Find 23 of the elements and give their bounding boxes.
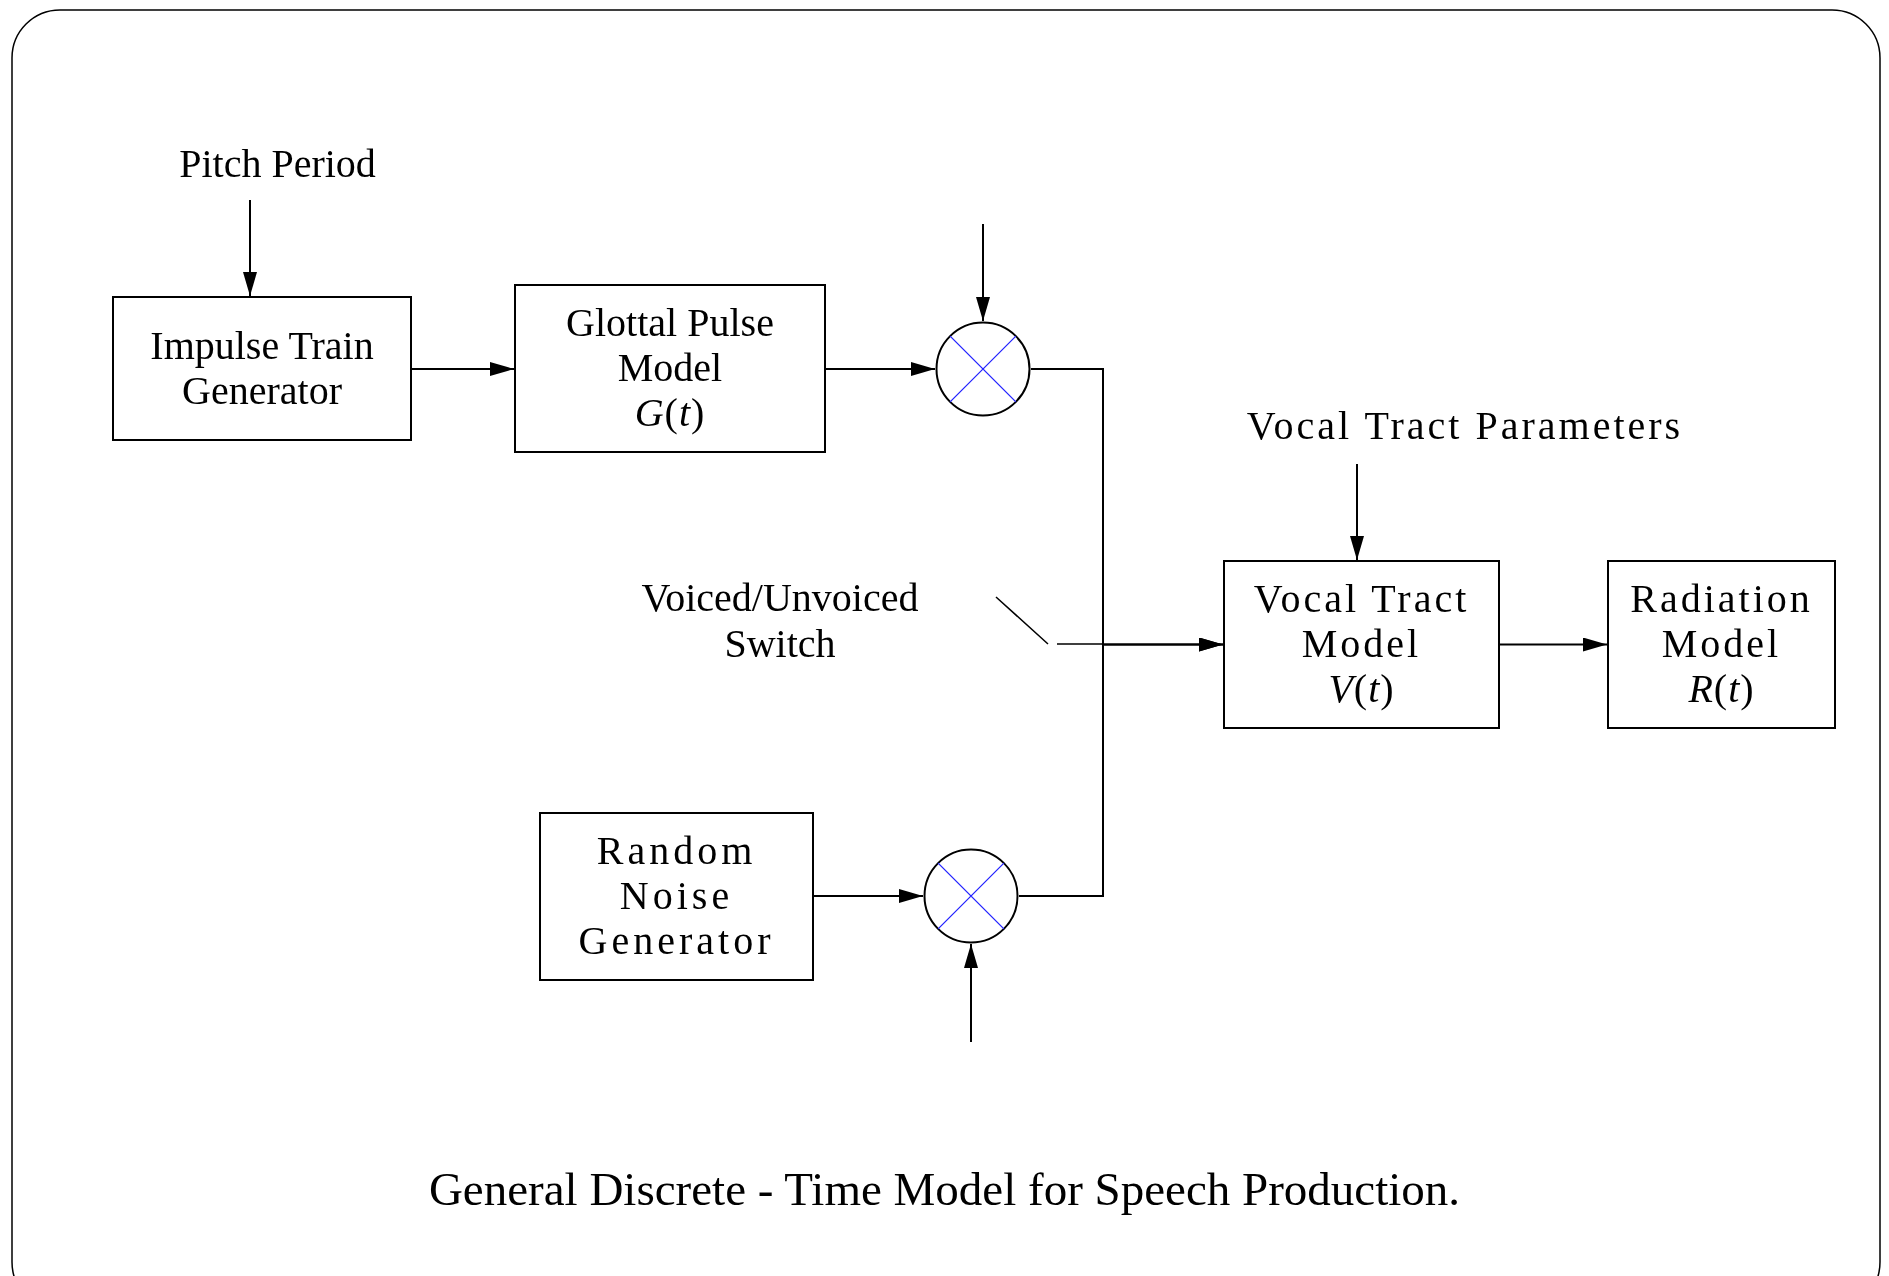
process-box <box>514 284 826 453</box>
arrow <box>411 362 515 376</box>
arrow <box>243 199 257 297</box>
arrow <box>964 943 978 1043</box>
block-label: Random Noise Generator <box>577 829 776 964</box>
caption: General Discrete - Time Model for Speech Production. <box>427 1162 1462 1216</box>
formula-label: V(t) <box>1328 666 1395 712</box>
arrow <box>1499 637 1608 652</box>
arrow <box>825 362 936 376</box>
arrow <box>976 223 990 322</box>
arrow <box>1018 637 1224 897</box>
input-label: Vocal Tract Parameters <box>1215 400 1715 452</box>
process-box <box>539 812 814 981</box>
block-label: Impulse Train Generator <box>149 323 375 414</box>
arrow <box>1350 463 1364 561</box>
formula-label: G(t) <box>634 390 706 436</box>
formula-label: R(t) <box>1688 666 1755 712</box>
input-label: Pitch Period <box>150 138 405 190</box>
process-box <box>112 296 412 441</box>
process-box <box>1607 560 1836 729</box>
switch-label: Voiced/Unvoiced Switch <box>640 575 920 667</box>
arrow <box>813 889 924 903</box>
process-box <box>1223 560 1500 729</box>
